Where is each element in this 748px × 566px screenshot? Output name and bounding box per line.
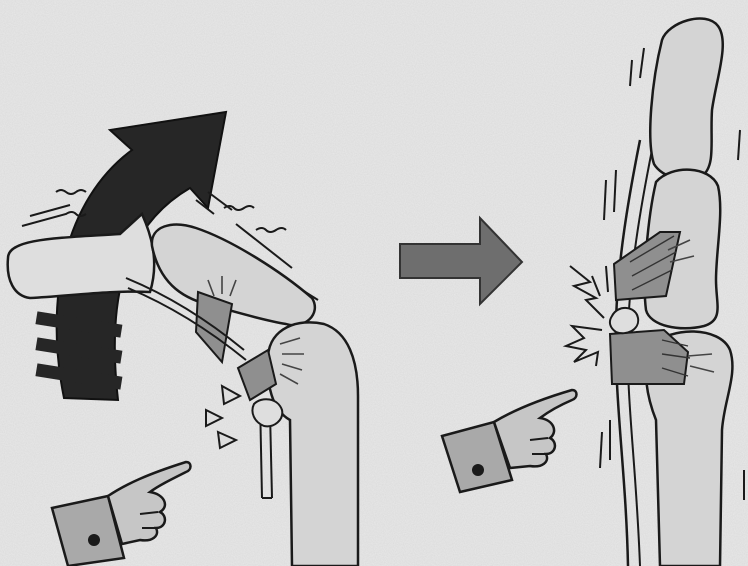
avulsion-fragment	[610, 308, 638, 333]
motion-stripes	[35, 311, 122, 389]
distal-bone	[650, 19, 722, 180]
bone-fragment	[252, 399, 282, 426]
